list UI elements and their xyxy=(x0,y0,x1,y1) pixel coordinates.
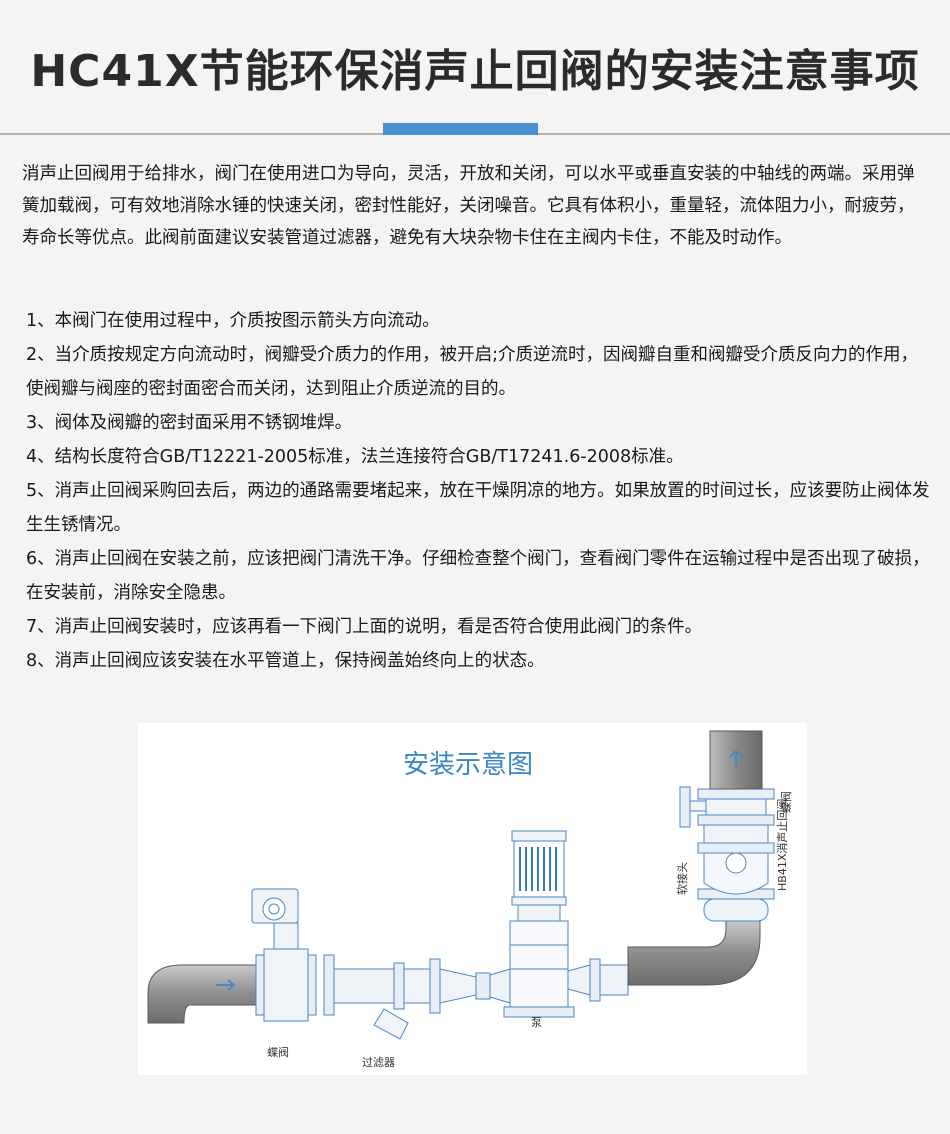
pipe-segment-1 xyxy=(333,968,395,1004)
inlet-elbow-pipe xyxy=(147,964,263,1024)
outlet-pipe xyxy=(589,920,761,1002)
page-title: HC41X节能环保消声止回阀的安装注意事项 xyxy=(30,46,920,97)
label-filter: 过滤器 xyxy=(362,1056,395,1069)
reducer-flange xyxy=(475,972,491,1000)
note-item-3: 3、阀体及阀瓣的密封面采用不锈钢堆焊。 xyxy=(26,413,353,433)
note-item-5: 5、消声止回阀采购回去后，两边的通路需要堵起来，放在干燥阴凉的地方。如果放置的时… xyxy=(26,481,930,535)
note-item-4: 4、结构长度符合GB/T12221-2005标准，法兰连接符合GB/T17241… xyxy=(26,447,684,467)
reducer-inlet xyxy=(439,968,477,1004)
installation-diagram: 安装示意图 蝶阀 过滤器 xyxy=(138,723,807,1075)
notes-list: 1、本阀门在使用过程中，介质按图示箭头方向流动。 2、当介质按规定方向流动时，阀… xyxy=(26,304,930,678)
check-valve-assembly xyxy=(679,730,775,922)
note-item-6: 6、消声止回阀在安装之前，应该把阀门清洗干净。仔细检查整个阀门，查看阀门零件在运… xyxy=(26,549,930,603)
butterfly-valve-left xyxy=(251,888,335,1022)
label-butterfly-top: 蝶阀 xyxy=(779,791,793,813)
note-item-1: 1、本阀门在使用过程中，介质按图示箭头方向流动。 xyxy=(26,311,440,331)
note-item-7: 7、消声止回阀安装时，应该再看一下阀门上面的说明，看是否符合使用此阀门的条件。 xyxy=(26,617,703,637)
label-soft-joint: 软接头 xyxy=(675,862,689,895)
intro-paragraph: 消声止回阀用于给排水，阀门在使用进口为导向，灵活，开放和关闭，可以水平或垂直安装… xyxy=(22,164,915,248)
pump xyxy=(489,830,591,1018)
title-divider-accent xyxy=(383,123,538,135)
label-butterfly-left: 蝶阀 xyxy=(267,1045,289,1059)
diagram-title: 安装示意图 xyxy=(403,750,533,780)
note-item-2: 2、当介质按规定方向流动时，阀瓣受介质力的作用，被开启;介质逆流时，因阀瓣自重和… xyxy=(26,345,919,399)
label-pump: 泵 xyxy=(531,1016,542,1029)
note-item-8: 8、消声止回阀应该安装在水平管道上，保持阀盖始终向上的状态。 xyxy=(26,651,545,671)
label-check-valve: HB41X消声止回阀 xyxy=(775,799,789,891)
